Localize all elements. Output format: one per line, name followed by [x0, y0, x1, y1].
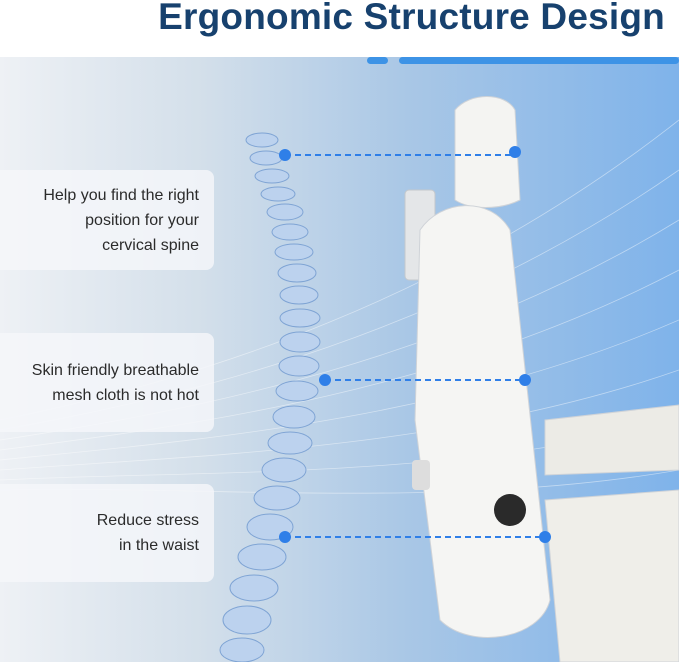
- highlight-dots: [279, 146, 551, 543]
- header: Ergonomic Structure Design: [0, 0, 679, 57]
- feature-text: Reduce stress in the waist: [96, 512, 199, 554]
- lumbar-dot: [279, 531, 291, 543]
- feature-text: Help you find the right position for you…: [43, 186, 199, 254]
- accent-pill: [367, 57, 388, 64]
- feature-waist: Reduce stress in the waist: [0, 484, 214, 582]
- office-chair-illustration: [404, 96, 679, 662]
- accent-bar: [399, 57, 679, 64]
- page-title: Ergonomic Structure Design: [158, 0, 665, 37]
- dashed-guide-lines: [285, 154, 545, 538]
- feature-mesh: Skin friendly breathable mesh cloth is n…: [0, 333, 214, 432]
- feature-cervical: Help you find the right position for you…: [0, 170, 214, 270]
- feature-text: Skin friendly breathable mesh cloth is n…: [31, 361, 199, 404]
- thoracic-dot: [319, 374, 331, 386]
- cervical-dot: [279, 149, 291, 161]
- spine-illustration: [219, 132, 321, 662]
